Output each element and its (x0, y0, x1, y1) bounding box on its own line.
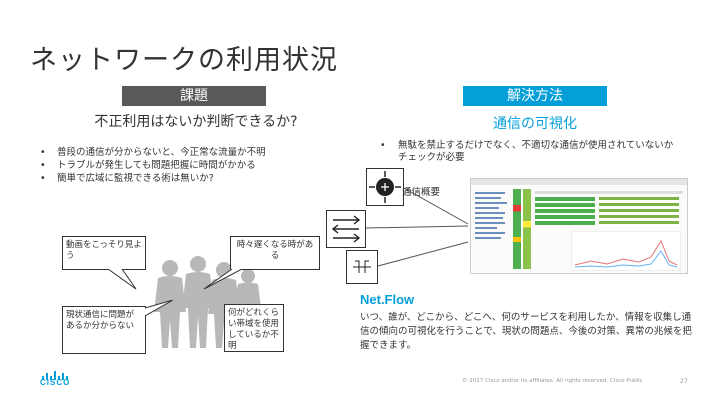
problem-bullet: トラブルが発生しても問題把握に時間がかかる (40, 159, 266, 172)
bubble-tail (107, 269, 137, 290)
slide-title: ネットワークの利用状況 (30, 45, 338, 76)
dashboard-topbar (471, 179, 687, 185)
bubble-tail (203, 269, 243, 290)
bubble-text: 何がどれくらい帯域を使用しているか不明 (228, 308, 280, 351)
overview-label: 通信概要 (402, 187, 441, 198)
netflow-description: いつ、誰が、どこから、どこへ、何のサービスを利用したか、情報を収集し通信の傾向の… (360, 312, 692, 351)
problem-header: 課題 (122, 86, 266, 106)
problem-bullet: 普段の通信が分からないと、今正常な流量か不明 (40, 146, 266, 159)
solution-bullet-text: 無駄を禁止するだけでなく、不適切な通信が使用されていないか チェックが必要 (398, 140, 674, 163)
speech-bubble: 現状通信に問題があるか分からない (62, 306, 146, 354)
copyright-footer: © 2017 Cisco and/or its affiliates. All … (462, 378, 643, 384)
firewall-icon (346, 250, 378, 284)
bubble-text: 時々遅くなる時がある (236, 240, 314, 261)
cisco-logo-bars-icon (42, 371, 68, 380)
dashboard-screenshot (470, 178, 688, 274)
speech-bubble: 動画をこっそり見よう (62, 236, 146, 270)
status-column (523, 189, 531, 269)
solution-header: 解決方法 (463, 86, 607, 106)
router-icon (366, 168, 404, 206)
page-number: 27 (680, 378, 688, 385)
speech-bubble: 何がどれくらい帯域を使用しているか不明 (224, 304, 284, 352)
dashboard-line-chart (571, 231, 681, 271)
cisco-logo (40, 366, 80, 385)
dashboard-row (535, 191, 683, 194)
bubble-text: 現状通信に問題があるか分からない (66, 310, 135, 331)
switch-icon (326, 210, 366, 248)
cisco-logo-text: CISCO (40, 378, 71, 387)
connector-line (366, 225, 469, 229)
dashboard-bars (535, 197, 595, 227)
problem-bullet-list: 普段の通信が分からないと、今正常な流量か不明 トラブルが発生しても問題把握に時間… (40, 146, 266, 185)
solution-subheader: 通信の可視化 (493, 116, 577, 132)
speech-bubble: 時々遅くなる時がある (230, 236, 320, 270)
problem-bullet: 簡単で広域に監視できる術は無いか? (40, 172, 266, 185)
solution-bullet: • 無駄を禁止するだけでなく、不適切な通信が使用されていないか チェックが必要 (380, 140, 680, 164)
netflow-title: Net.Flow (360, 292, 415, 307)
bubble-tail (145, 300, 174, 317)
problem-subheader: 不正利用はないか判断できるか? (94, 114, 298, 130)
bubble-text: 動画をこっそり見よう (66, 240, 142, 261)
connector-line (404, 187, 469, 225)
dashboard-bars (599, 197, 679, 227)
dashboard-sidebar (475, 189, 511, 242)
connector-line (378, 241, 469, 267)
status-column (513, 189, 521, 269)
